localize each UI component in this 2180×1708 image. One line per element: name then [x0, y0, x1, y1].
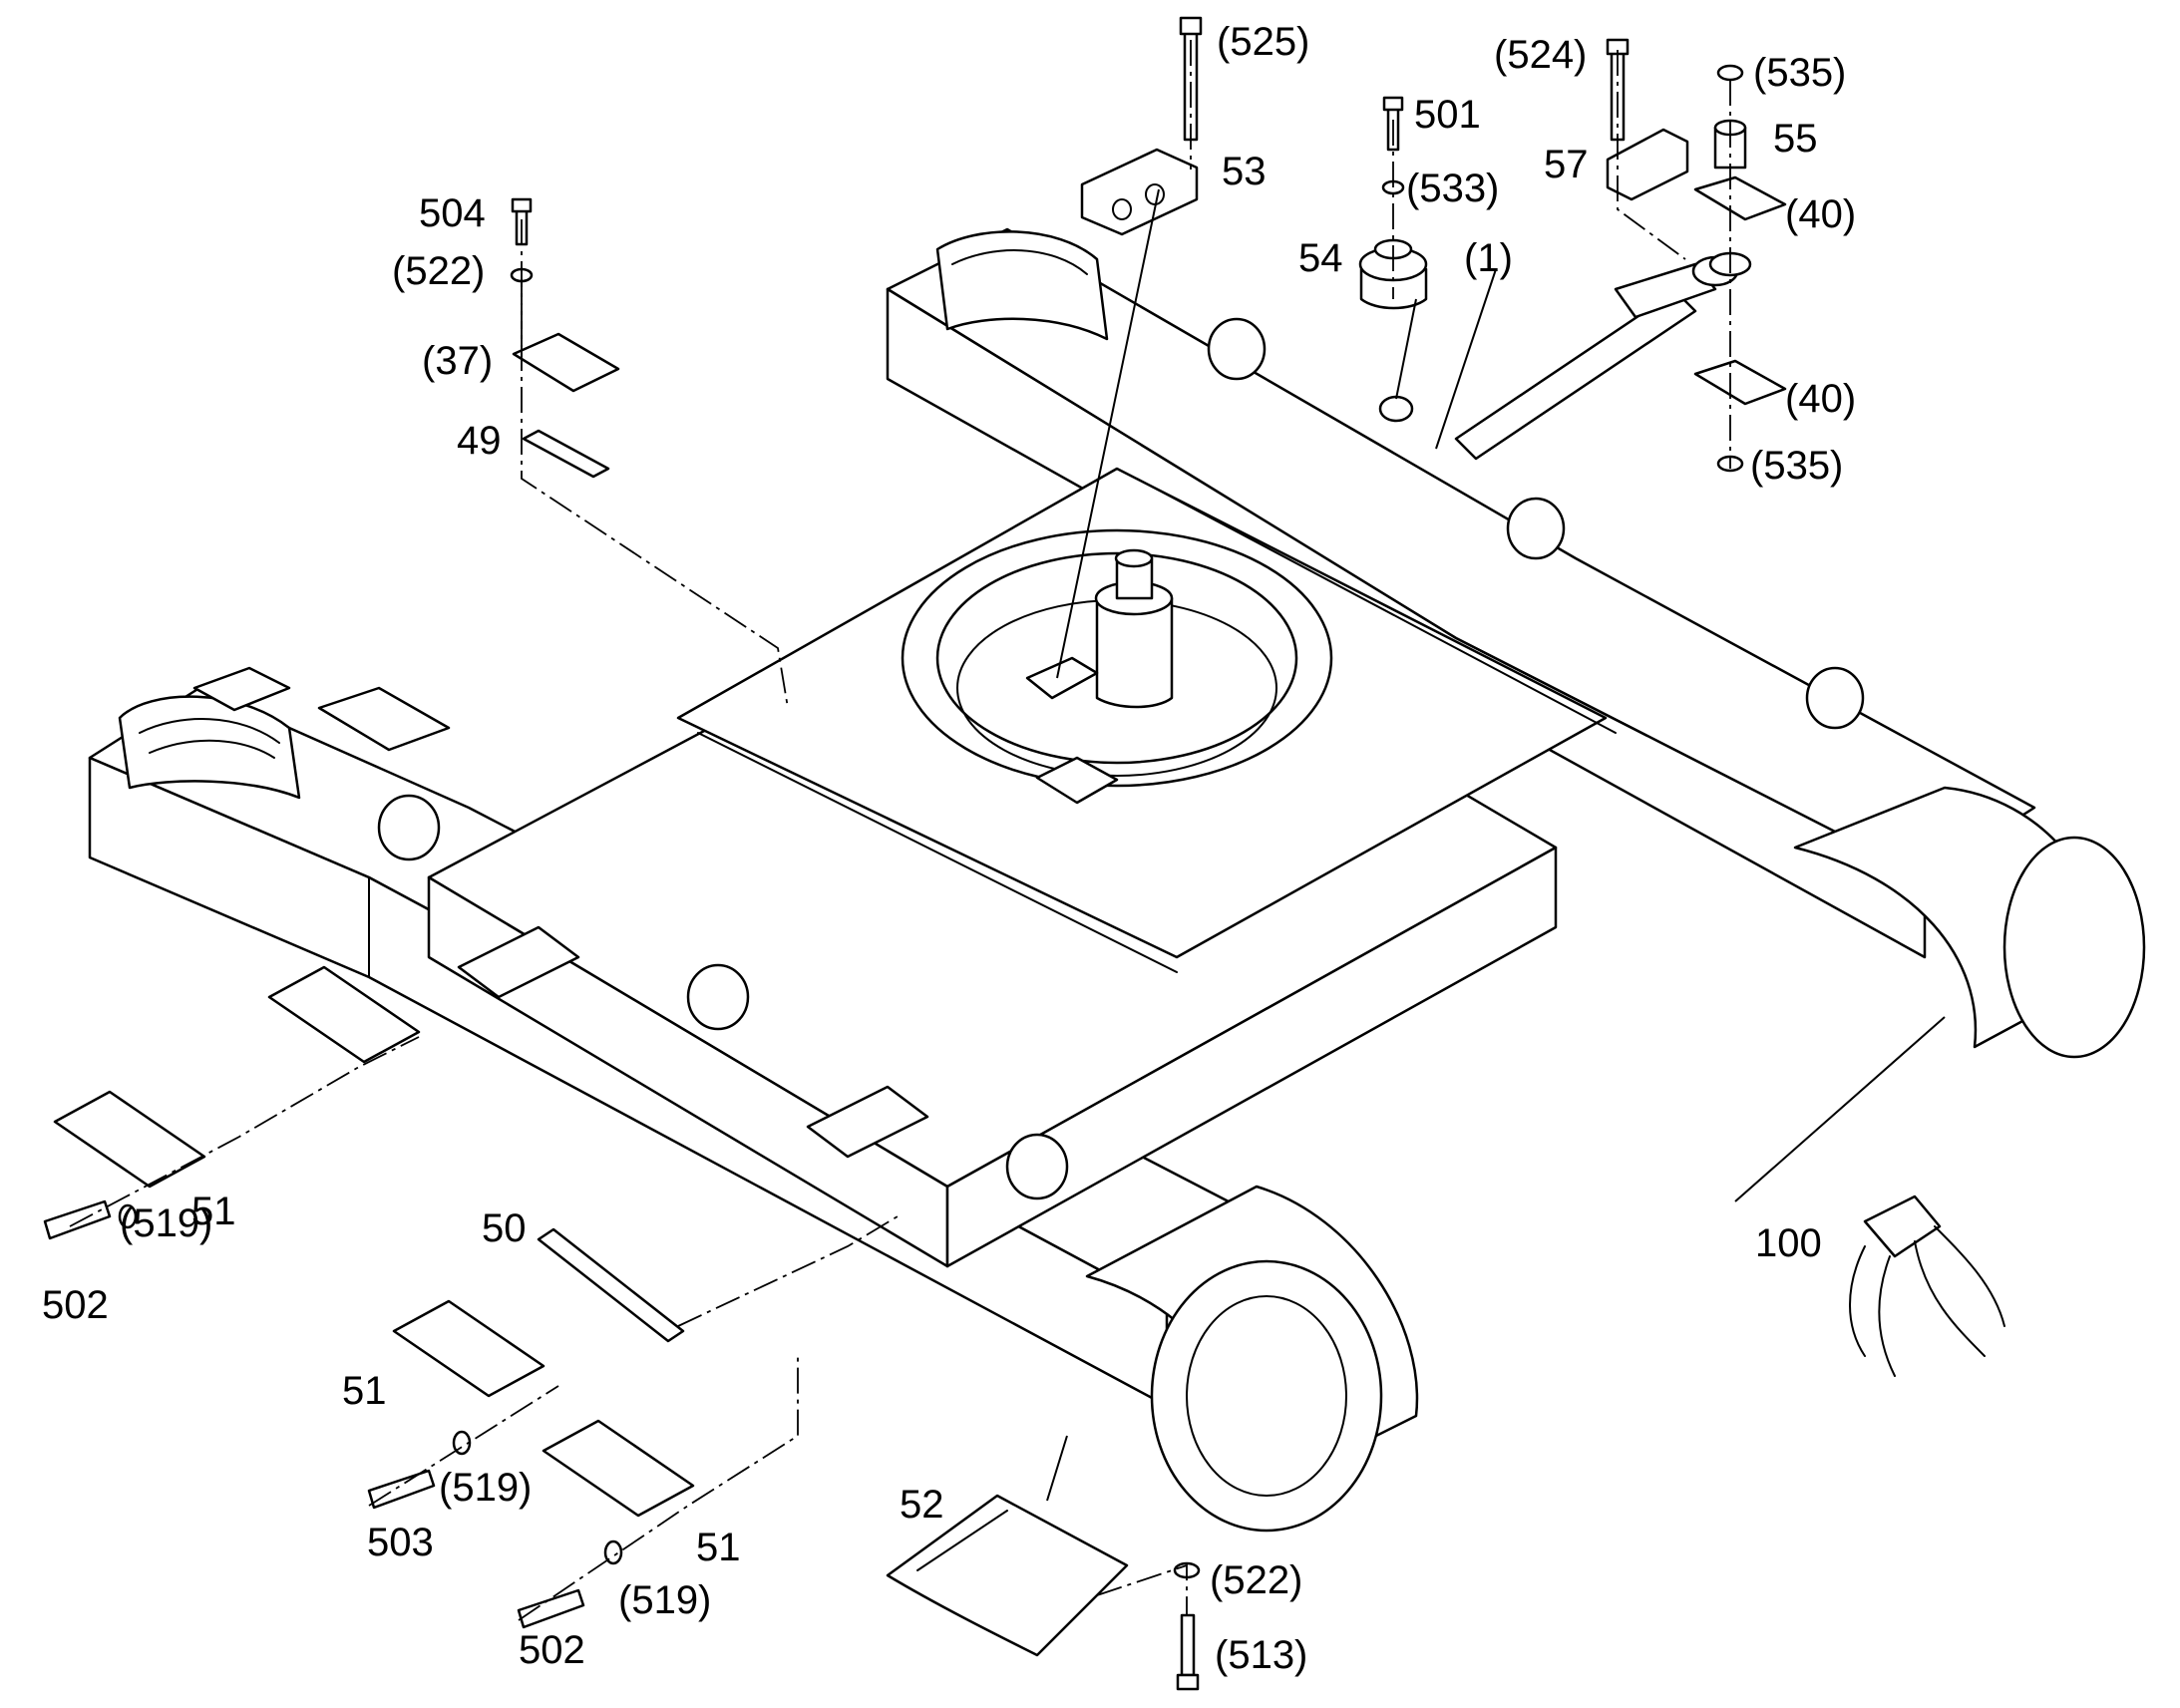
- label-504: 504: [419, 191, 486, 235]
- label-51-middle: 51: [342, 1369, 387, 1413]
- label-55: 55: [1773, 117, 1818, 161]
- part-labels: (525) (524) (535) 501 53 57 55 (533) (40…: [42, 20, 1856, 1677]
- label-54: 54: [1298, 236, 1343, 280]
- label-53: 53: [1222, 150, 1267, 193]
- label-100: 100: [1755, 1221, 1822, 1265]
- label-519-middle: (519): [439, 1466, 532, 1510]
- label-50: 50: [482, 1206, 527, 1250]
- label-533: (533): [1406, 167, 1499, 210]
- label-502-left: 502: [42, 1283, 109, 1327]
- label-522-top: (522): [392, 249, 485, 293]
- label-57: 57: [1544, 143, 1589, 186]
- label-40-top: (40): [1785, 192, 1856, 236]
- label-501: 501: [1414, 93, 1481, 137]
- label-1: (1): [1464, 236, 1513, 280]
- assembly-lines: [69, 40, 1731, 1621]
- label-40-bottom: (40): [1785, 377, 1856, 421]
- label-37: (37): [422, 339, 493, 383]
- label-502-bottom: 502: [519, 1628, 585, 1672]
- label-519-left: (519): [120, 1201, 212, 1245]
- label-535-bottom: (535): [1750, 444, 1843, 488]
- label-51-left: 51: [191, 1190, 236, 1233]
- label-51-right: 51: [696, 1526, 741, 1569]
- label-522-bottom: (522): [1210, 1558, 1302, 1602]
- label-525: (525): [1217, 20, 1309, 64]
- undercarriage-frame: [88, 227, 2146, 1533]
- label-535-top: (535): [1753, 51, 1846, 95]
- label-513: (513): [1215, 1633, 1307, 1677]
- label-52: 52: [900, 1483, 944, 1527]
- label-524: (524): [1494, 33, 1587, 77]
- label-503: 503: [367, 1521, 434, 1564]
- label-519-bottom: (519): [618, 1578, 711, 1622]
- leader-lines: [1046, 188, 1946, 1502]
- label-49: 49: [457, 419, 502, 463]
